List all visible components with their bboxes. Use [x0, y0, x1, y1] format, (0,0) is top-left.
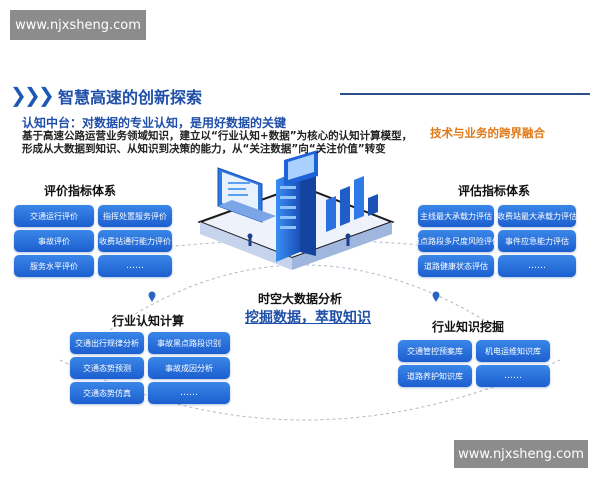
right-top-tag: 收费站最大承载力评估 [497, 205, 577, 227]
left-top-title: 评价指标体系 [44, 184, 117, 198]
left-bottom-tag: 交通态势仿真 [70, 382, 144, 404]
center-title: 时空大数据分析 [258, 292, 343, 306]
right-bottom-tag: 道路养护知识库 [398, 365, 472, 387]
right-bottom-title: 行业知识挖掘 [432, 320, 505, 334]
right-top-tag: 事件应急能力评估 [498, 230, 576, 252]
right-bottom-tag: …… [476, 365, 550, 387]
pin-icon-right [432, 291, 440, 302]
left-bottom-tag: 事故成因分析 [148, 357, 230, 379]
data-center-illustration [197, 150, 395, 270]
page-title: 智慧高速的创新探索 [58, 88, 203, 107]
left-bottom-tag: 事故黑点路段识别 [148, 332, 230, 354]
center-subtitle: 挖掘数据，萃取知识 [245, 310, 371, 326]
left-top-tag: …… [98, 255, 172, 277]
header-divider [340, 93, 590, 95]
left-bottom-tag: 交通出行规律分析 [70, 332, 144, 354]
cognition-title: 认知中台：对数据的专业认知，是用好数据的关键 [22, 116, 287, 130]
right-bottom-tag: 交通管控预案库 [398, 340, 472, 362]
right-top-tag: …… [498, 255, 576, 277]
watermark-top: www.njxsheng.com [10, 10, 146, 40]
left-bottom-tag: 交通态势预测 [70, 357, 144, 379]
cognition-desc-line2: 形成从大数据到知识、从知识到决策的能力，从“关注数据”向“关注价值”转变 [22, 143, 386, 155]
right-bottom-tag: 机电运维知识库 [476, 340, 550, 362]
right-top-tag: 道路健康状态评估 [418, 255, 494, 277]
left-top-tag: 事故评价 [14, 230, 94, 252]
left-bottom-tag: …… [148, 382, 230, 404]
watermark-bottom: www.njxsheng.com [454, 440, 588, 468]
left-top-tag: 服务水平评价 [14, 255, 94, 277]
left-bottom-title: 行业认知计算 [112, 314, 185, 328]
right-top-tag: 主线最大承载力评估 [418, 205, 494, 227]
cognition-desc-line1: 基于高速公路运营业务领域知识，建立以“行业认知+数据”为核心的认知计算模型， [22, 130, 413, 142]
right-top-title: 评估指标体系 [458, 184, 531, 198]
left-top-tag: 收费站通行能力评价 [98, 230, 172, 252]
left-top-tag: 交通运行评价 [14, 205, 94, 227]
tech-fusion-label: 技术与业务的跨界融合 [430, 126, 545, 140]
chevron-right-icon: ❯❯❯ [10, 83, 55, 107]
right-top-tag: 重点路段多尺度风险评估 [412, 230, 500, 252]
pin-icon-left [148, 291, 156, 302]
left-top-tag: 指挥处置服务评价 [98, 205, 172, 227]
